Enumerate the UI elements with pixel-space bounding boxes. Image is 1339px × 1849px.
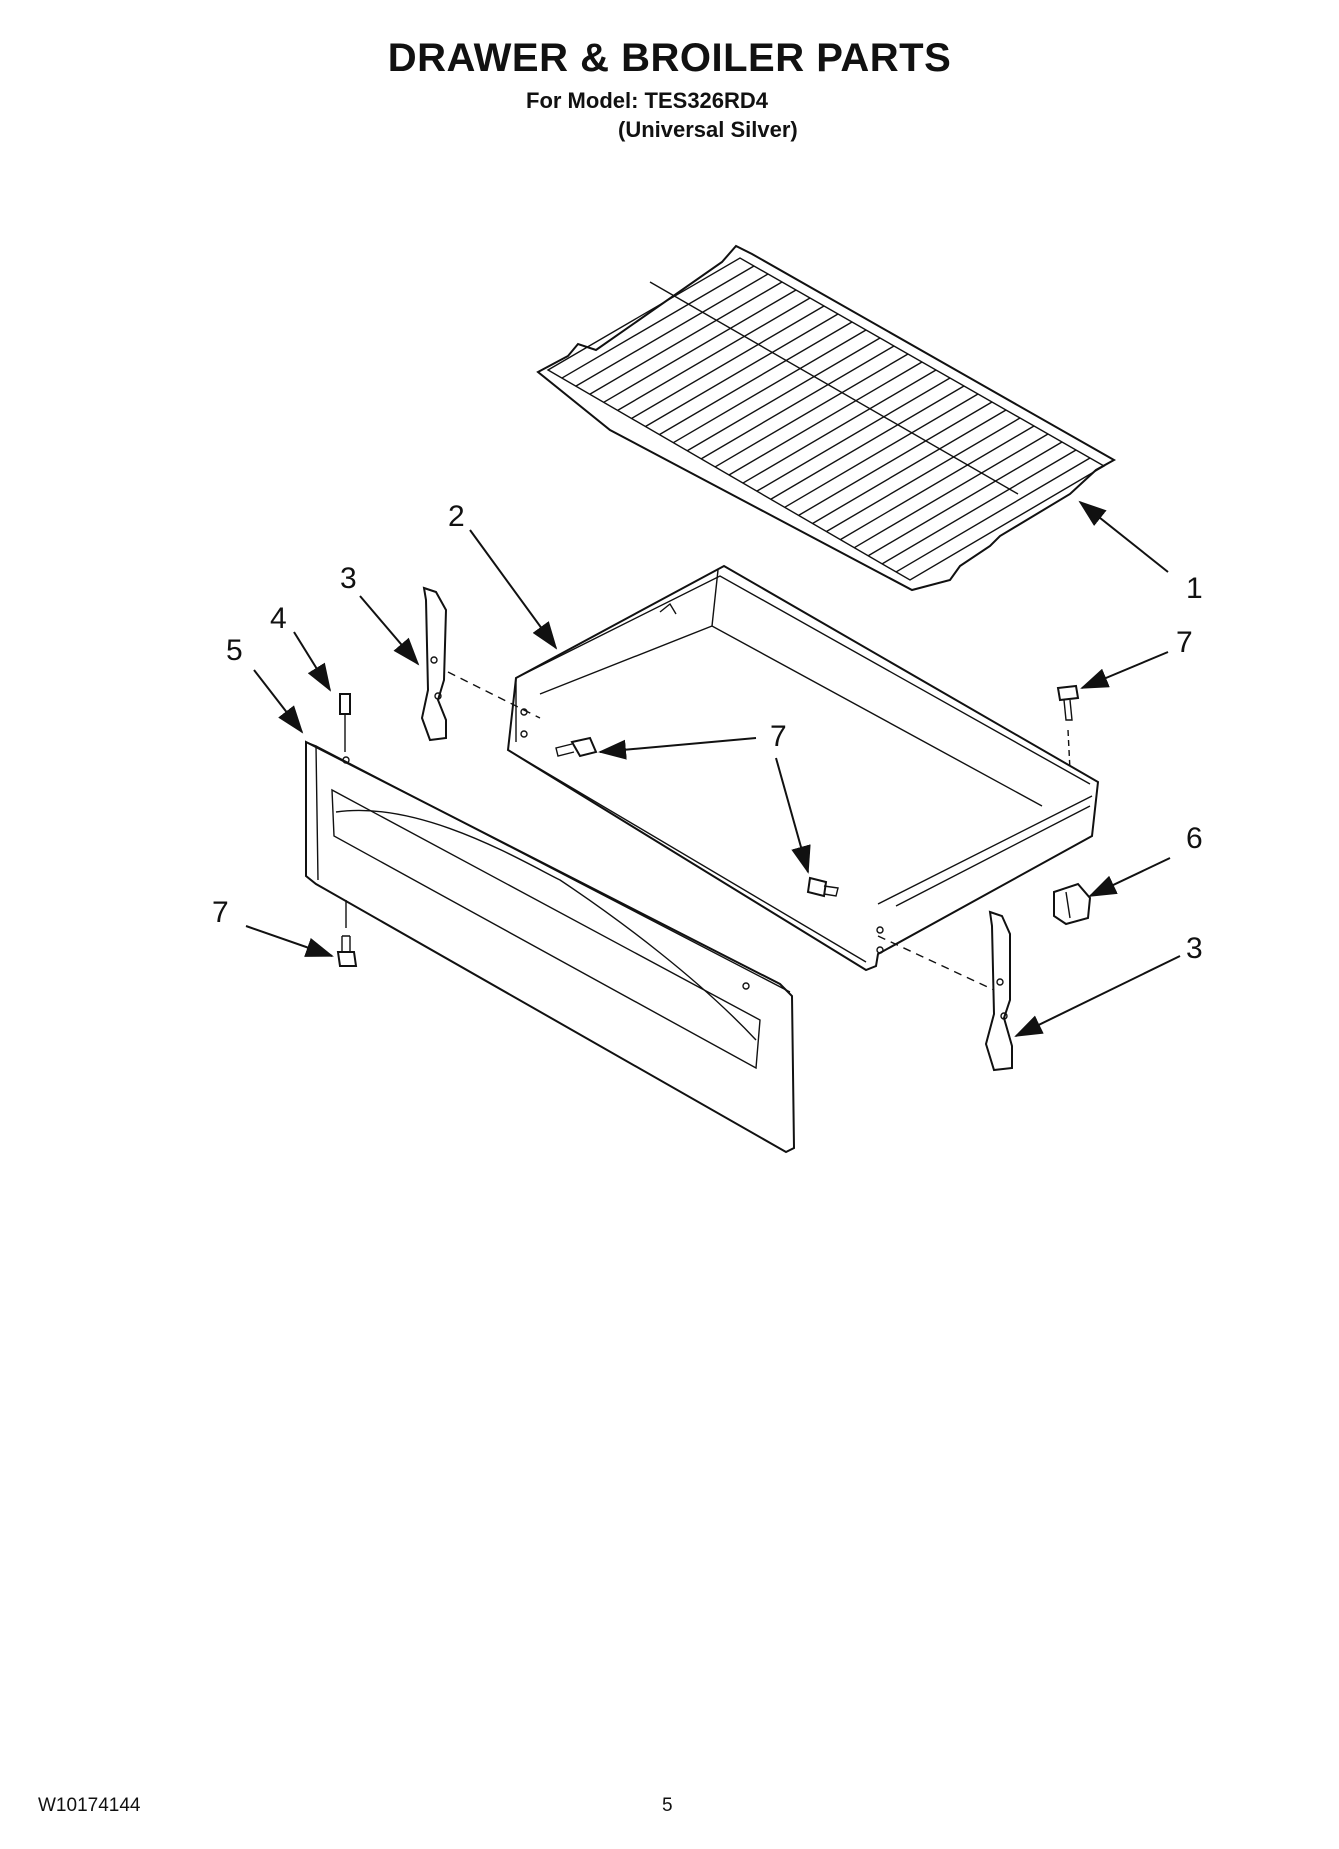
broiler-rack bbox=[536, 244, 1117, 592]
rack-wire bbox=[617, 297, 811, 411]
rack-wire bbox=[756, 377, 951, 492]
page-title: DRAWER & BROILER PARTS bbox=[387, 36, 952, 80]
screw-drawer-left bbox=[555, 736, 598, 758]
leader-3b bbox=[1014, 955, 1181, 1037]
rack-wire bbox=[686, 337, 881, 452]
page-number: 5 bbox=[662, 1795, 673, 1816]
alignment-line-right bbox=[877, 935, 995, 991]
leader-7b bbox=[598, 737, 757, 760]
rack-wire bbox=[784, 393, 979, 508]
rack-wire bbox=[728, 361, 923, 476]
rack-wire bbox=[798, 401, 993, 516]
rack-wire bbox=[645, 313, 839, 428]
screw-drawer-middle bbox=[806, 876, 839, 898]
rack-wire bbox=[589, 281, 783, 395]
drawer-slide-right bbox=[984, 910, 1013, 1072]
leader-4 bbox=[293, 631, 332, 692]
callout-3a: 3 bbox=[340, 562, 357, 595]
rack-wire bbox=[812, 409, 1007, 525]
rack-wire bbox=[742, 369, 937, 484]
rack-wire bbox=[770, 385, 965, 500]
rack-wire bbox=[714, 353, 909, 468]
rack-wire bbox=[867, 441, 1063, 557]
callout-3b: 3 bbox=[1186, 932, 1203, 965]
screw-top-right bbox=[1056, 684, 1080, 771]
leader-2 bbox=[469, 529, 558, 650]
document-number: W10174144 bbox=[38, 1795, 141, 1816]
drawer-slide-left bbox=[420, 586, 448, 742]
rack-wire bbox=[700, 345, 895, 460]
rack-wire bbox=[895, 457, 1091, 573]
callout-6: 6 bbox=[1186, 822, 1203, 855]
rack-wire bbox=[840, 425, 1035, 541]
leader-7a bbox=[1080, 651, 1169, 689]
stud-part bbox=[339, 693, 351, 752]
rack-wire bbox=[659, 321, 853, 436]
callout-7d: 7 bbox=[212, 896, 229, 929]
drawer-front-panel bbox=[305, 740, 796, 1154]
callout-7b: 7 bbox=[770, 720, 787, 753]
leader-7d bbox=[245, 925, 334, 957]
screw-bottom-left bbox=[336, 900, 358, 967]
drawer-body bbox=[506, 564, 1100, 972]
callout-2: 2 bbox=[448, 500, 465, 533]
leader-7c bbox=[775, 757, 811, 874]
alignment-line-left bbox=[447, 671, 541, 719]
color-line: (Universal Silver) bbox=[618, 117, 798, 142]
rack-wire bbox=[603, 289, 797, 403]
leader-6 bbox=[1088, 857, 1171, 897]
model-line: For Model: TES326RD4 bbox=[526, 88, 769, 113]
rack-wire bbox=[881, 449, 1077, 565]
leader-3a bbox=[359, 595, 420, 666]
leader-1 bbox=[1078, 500, 1169, 573]
callout-7a: 7 bbox=[1176, 626, 1193, 659]
rack-wire bbox=[672, 329, 867, 444]
clip-part bbox=[1053, 882, 1092, 926]
callout-4: 4 bbox=[270, 602, 287, 635]
callout-5: 5 bbox=[226, 634, 243, 667]
rack-wire bbox=[826, 417, 1021, 533]
leader-5 bbox=[253, 669, 304, 734]
rack-wire bbox=[631, 305, 825, 420]
rack-wire bbox=[575, 273, 769, 387]
rack-wire bbox=[561, 265, 755, 379]
callout-1: 1 bbox=[1186, 572, 1203, 605]
rack-wire bbox=[853, 433, 1049, 549]
